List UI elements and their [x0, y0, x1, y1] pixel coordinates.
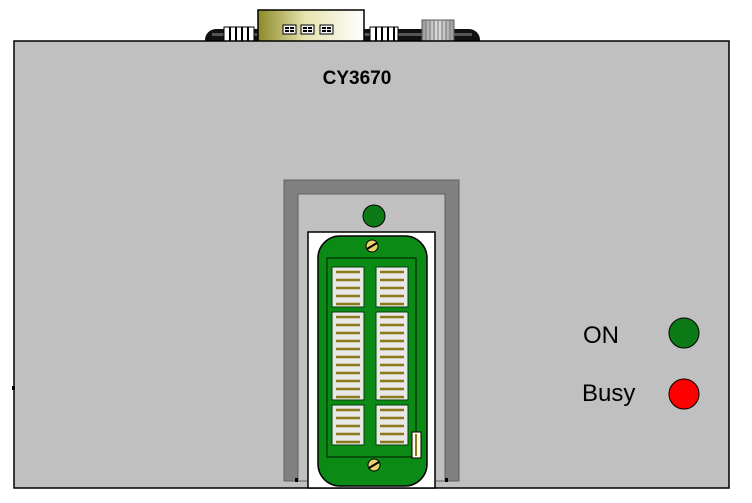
model-label: CY3670: [323, 68, 392, 89]
indicator-on: ON: [583, 317, 700, 349]
pin-column-right: [375, 266, 409, 446]
connector-pin-block: [282, 24, 334, 35]
indicator-busy-led: [668, 378, 700, 410]
socket-led: [362, 204, 386, 228]
screw-top-icon: [365, 239, 379, 253]
screw-bottom-icon: [367, 458, 381, 472]
indicator-on-led: [668, 317, 700, 349]
indicator-busy: Busy: [582, 378, 700, 410]
pin-column-left: [331, 266, 365, 446]
indicator-busy-label: Busy: [582, 380, 635, 407]
socket-lever[interactable]: [411, 431, 422, 459]
side-mark: [12, 386, 15, 390]
zif-socket: [317, 235, 428, 487]
indicator-on-label: ON: [583, 322, 619, 349]
